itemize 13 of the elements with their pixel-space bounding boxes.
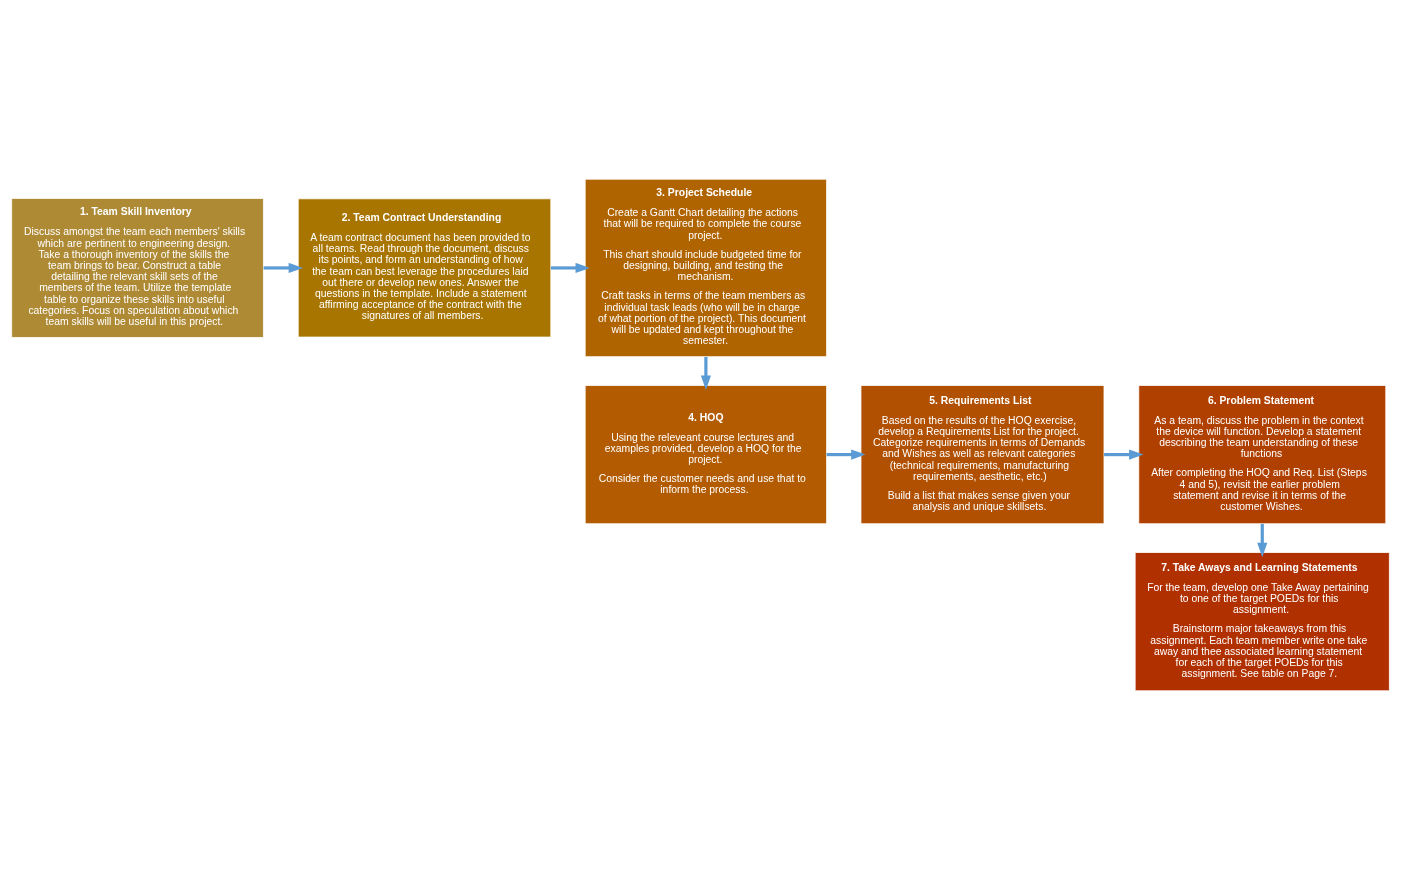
node-box: 5. Requirements List Based on the results of the HOQ exercise, develop a Requirements List for the project. Categorize requirements in terms of Demands and Wishes as well as relevant categories (technical requirements, manufacturing requirements, aesthetic, etc.) Build a list that makes sense given your analysis and unique skillsets. [860, 384, 1105, 524]
node-box: 4. HOQ Using the releveant course lectures and examples provided, develop a HOQ for the project. Consider the customer needs and use that to inform the process. [584, 384, 827, 524]
node-box: 2. Team Contract Understanding A team contract document has been provided to all teams. Read through the document, discuss its points, and form an understanding of how the team can best leverage the procedures laid out there or develop new ones. Answer the questions in the template. Include a statement affirming acceptance of the contract with the signatures of all members. [297, 197, 552, 337]
arrow [826, 449, 866, 460]
arrow [1104, 449, 1144, 460]
arrow [263, 262, 304, 273]
node-box: 7. Take Aways and Learning Statements For the team, develop one Take Away pertaining to one of the target POEDs for this assignment. Brainstorm major takeaways from this assignment. Each team member write one take away and thee associated learning statement for each of the target POEDs for this assignment. See table on Page 7. [1134, 551, 1390, 691]
arrow [1257, 523, 1268, 557]
arrow [550, 262, 590, 273]
node-box: 3. Project Schedule Create a Gantt Chart detailing the actions that will be required to complete the course project. This chart should include budgeted time for designing, building, and testing the mechanism. Craft tasks in terms of the team members as individual task leads (who will be in charge of what portion of the project). This document will be updated and kept throughout the semester. [584, 178, 827, 357]
arrow [700, 356, 711, 390]
node-box: 6. Problem Statement As a team, discuss the problem in the context the device will function. Develop a statement describing the team understanding of these functions After completing the HOQ and Req. List (Steps 4 and 5), revisit the earlier problem statement and revise it in terms of the customer Wishes. [1138, 384, 1387, 524]
node-box: 1. Team Skill Inventory Discuss amongst the team each members' skills which are pertinent to engineering design. Take a thorough inventory of the skills the team brings to bear. Construct a table detailing the relevant skill sets of the members of the team. Utilize the template table to organize these skills into useful categories. Focus on speculation about which team skills will be useful in this project. [11, 197, 264, 338]
